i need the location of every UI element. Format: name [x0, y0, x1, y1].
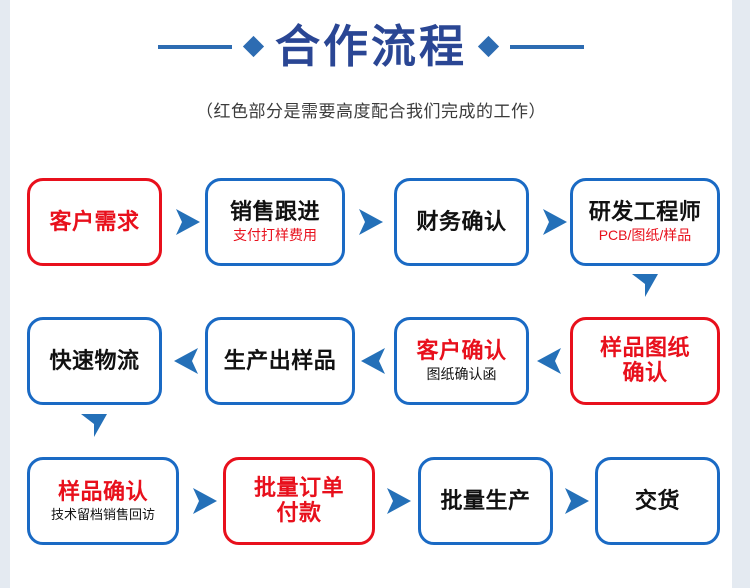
node-title: 样品图纸 确认 [599, 335, 690, 385]
header: 合作流程 （红色部分是需要高度配合我们完成的工作） [10, 0, 732, 150]
node-title: 销售跟进 [229, 199, 320, 225]
node-title: 批量生产 [440, 487, 531, 513]
page-subtitle: （红色部分是需要高度配合我们完成的工作） [196, 102, 546, 121]
flow-node-yangpintuzhiqueren[interactable]: 样品图纸 确认 [570, 317, 720, 405]
node-subtitle: 图纸确认函 [426, 366, 497, 383]
node-title: 批量订单 付款 [253, 475, 344, 525]
flow-node-jiaohuo[interactable]: 交货 [595, 457, 720, 545]
title-row: 合作流程 [10, 24, 732, 69]
arrow-right-icon [170, 204, 206, 240]
node-title: 财务确认 [416, 208, 507, 234]
node-title: 样品确认 [57, 479, 148, 505]
node-title: 客户确认 [416, 338, 507, 364]
node-subtitle: 技术留档销售回访 [50, 506, 155, 522]
node-title: 交货 [634, 487, 680, 513]
node-subtitle: PCB/图纸/样品 [598, 227, 692, 244]
flow-node-piliangshengchan[interactable]: 批量生产 [418, 457, 553, 545]
flow-node-kuaisuwuliu[interactable]: 快速物流 [27, 317, 162, 405]
flow-diagram: 客户需求 销售跟进 支付打样费用 财务确认 研发工程师 PCB/图纸/样品 [10, 0, 732, 588]
arrow-right-icon [537, 204, 573, 240]
arrow-left-icon [531, 343, 567, 379]
node-title: 快速物流 [49, 347, 140, 373]
flow-node-shengchanchuyangpin[interactable]: 生产出样品 [205, 317, 355, 405]
arrow-left-icon [168, 343, 204, 379]
flowchart-page: 合作流程 （红色部分是需要高度配合我们完成的工作） 客户需求 销售跟进 支付打样… [10, 0, 732, 588]
decorative-line-right [510, 44, 584, 49]
node-title: 研发工程师 [588, 199, 702, 225]
node-title: 客户需求 [49, 208, 140, 234]
flow-node-kehuqueren[interactable]: 客户确认 图纸确认函 [394, 317, 529, 405]
flow-node-kehuxuqiu[interactable]: 客户需求 [27, 178, 162, 266]
page-title: 合作流程 [274, 21, 467, 72]
flow-node-xiaoshougenjin[interactable]: 销售跟进 支付打样费用 [205, 178, 345, 266]
arrow-right-icon [187, 483, 223, 519]
decorative-line-left [157, 44, 232, 49]
flow-node-caiwuqueren[interactable]: 财务确认 [394, 178, 529, 266]
node-subtitle: 支付打样费用 [233, 227, 317, 244]
arrow-down-icon [628, 270, 662, 300]
flow-node-yanfagongchengshi[interactable]: 研发工程师 PCB/图纸/样品 [570, 178, 720, 266]
arrow-down-icon [77, 410, 111, 440]
arrow-left-icon [355, 343, 391, 379]
arrow-right-icon [381, 483, 417, 519]
flow-node-yangpinqueren[interactable]: 样品确认 技术留档销售回访 [27, 457, 179, 545]
flow-node-piliangdingdanfukuan[interactable]: 批量订单 付款 [223, 457, 375, 545]
arrow-right-icon [353, 204, 389, 240]
node-title: 生产出样品 [223, 347, 337, 373]
arrow-right-icon [559, 483, 595, 519]
